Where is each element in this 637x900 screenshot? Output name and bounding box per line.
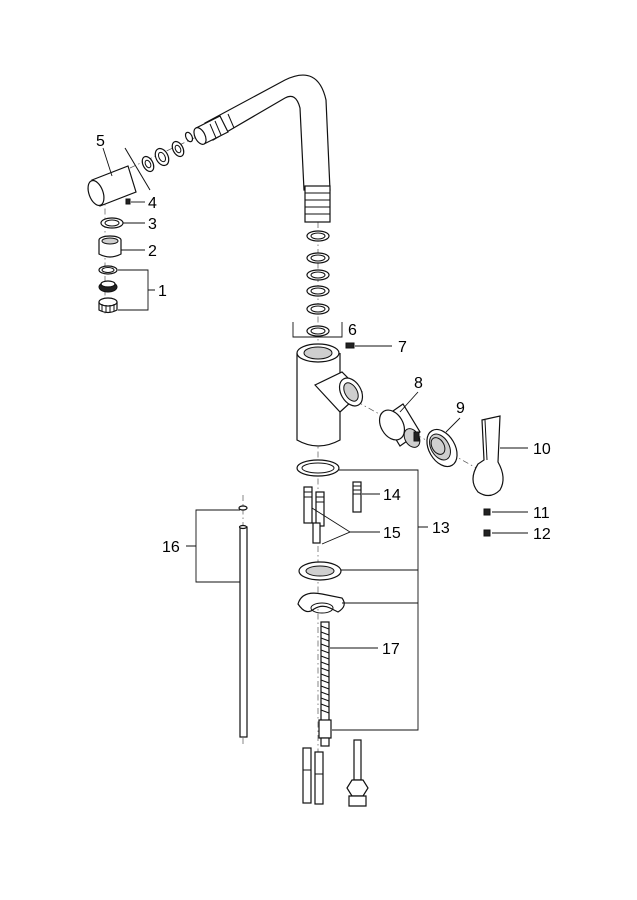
callout-7: 7 <box>398 339 407 356</box>
callout-3: 3 <box>148 216 157 233</box>
o-rings-6 <box>306 230 330 337</box>
spout-connector <box>193 115 229 145</box>
callout-6: 6 <box>348 322 357 339</box>
spray-head-5 <box>87 147 151 207</box>
callout-14: 14 <box>383 487 401 504</box>
leader-lines <box>102 147 528 731</box>
callout-5: 5 <box>96 133 105 150</box>
lever-handle-10 <box>472 415 504 497</box>
axis-lines <box>104 132 481 760</box>
callout-8: 8 <box>414 375 423 392</box>
hose-connector-14 <box>352 481 362 513</box>
base-seal-ring <box>296 459 340 477</box>
cartridge-8 <box>378 403 421 448</box>
callout-labels: 1 2 3 4 5 6 7 8 9 10 11 12 13 14 15 16 1… <box>96 133 551 658</box>
callout-16: 16 <box>162 539 180 556</box>
callout-13: 13 <box>432 520 450 537</box>
threaded-stud-17 <box>318 621 332 747</box>
supply-connectors-15 <box>303 486 325 544</box>
screw-12 <box>483 529 491 537</box>
supply-hoses <box>302 739 369 807</box>
connector-pin <box>184 131 194 143</box>
aerator-insert-1 <box>98 265 118 314</box>
spout <box>204 74 331 223</box>
threaded-rod-16 <box>238 505 248 738</box>
aerator-washer-3 <box>100 217 124 229</box>
head-seals <box>141 140 185 173</box>
callout-11: 11 <box>533 505 550 522</box>
clamp-plate <box>297 592 345 614</box>
callout-10: 10 <box>533 441 551 458</box>
aerator-sleeve-2 <box>98 235 122 258</box>
aerator-screw-4 <box>125 198 131 205</box>
callout-1: 1 <box>158 283 167 300</box>
callout-17: 17 <box>382 641 400 658</box>
callout-4: 4 <box>148 195 157 212</box>
callout-12: 12 <box>533 526 551 543</box>
cartridge-nut-9 <box>426 428 458 468</box>
set-screw-7 <box>345 342 355 349</box>
faucet-body <box>296 343 364 447</box>
fixing-ring <box>298 561 342 581</box>
callout-2: 2 <box>148 243 157 260</box>
callout-15: 15 <box>383 525 401 542</box>
callout-9: 9 <box>456 400 465 417</box>
screw-11 <box>483 508 491 516</box>
